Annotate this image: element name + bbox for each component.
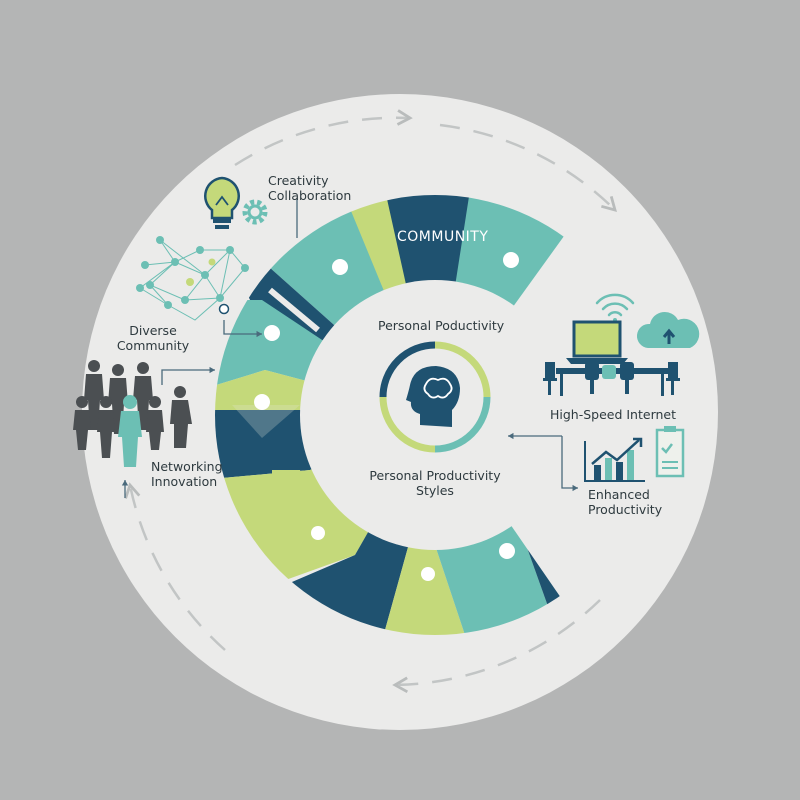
label-high-speed-internet: High-Speed Internet bbox=[549, 407, 677, 422]
ring-segment-teal-right bbox=[435, 180, 600, 415]
lightbulb-icon bbox=[204, 176, 240, 229]
ring-segment-teal-2 bbox=[200, 300, 435, 415]
center-bottom-label: Personal Productivity Styles bbox=[369, 468, 501, 498]
cycle-arrows bbox=[124, 109, 618, 694]
laptop-icon bbox=[566, 320, 628, 364]
ring-pentagon-marker bbox=[272, 470, 305, 500]
label-diverse-community: Diverse Community bbox=[116, 323, 190, 353]
ring-segment-lime-3 bbox=[200, 415, 435, 600]
ring-segment-navy-2 bbox=[200, 410, 435, 480]
ring-segment-teal-3 bbox=[430, 415, 560, 650]
community-ring bbox=[200, 170, 640, 650]
label-enhanced-productivity: Enhanced Productivity bbox=[588, 487, 663, 517]
people-group-icon bbox=[73, 360, 192, 467]
brain-head-icon bbox=[406, 366, 460, 427]
label-creativity-collaboration: Creativity Collaboration bbox=[268, 173, 352, 203]
cloud-upload-icon bbox=[636, 311, 700, 348]
label-networking-innovation: Networking Innovation bbox=[151, 459, 223, 489]
center-brain-ring bbox=[379, 341, 491, 453]
network-graph-icon bbox=[136, 236, 249, 321]
bar-chart-icon bbox=[584, 437, 645, 482]
ring-segment-lime-4 bbox=[385, 415, 470, 650]
ring-dots bbox=[254, 252, 519, 581]
connector-lines bbox=[121, 199, 578, 498]
ring-segment-navy-3 bbox=[250, 415, 435, 640]
checklist-icon bbox=[655, 426, 685, 478]
ring-segment-navy-4 bbox=[435, 415, 640, 640]
ring-gaps bbox=[268, 287, 320, 333]
meeting-table-icon bbox=[543, 362, 680, 396]
ring-title-community: COMMUNITY bbox=[397, 229, 489, 245]
center-top-label: Personal Poductivity bbox=[378, 318, 505, 333]
gear-icon bbox=[242, 199, 268, 225]
